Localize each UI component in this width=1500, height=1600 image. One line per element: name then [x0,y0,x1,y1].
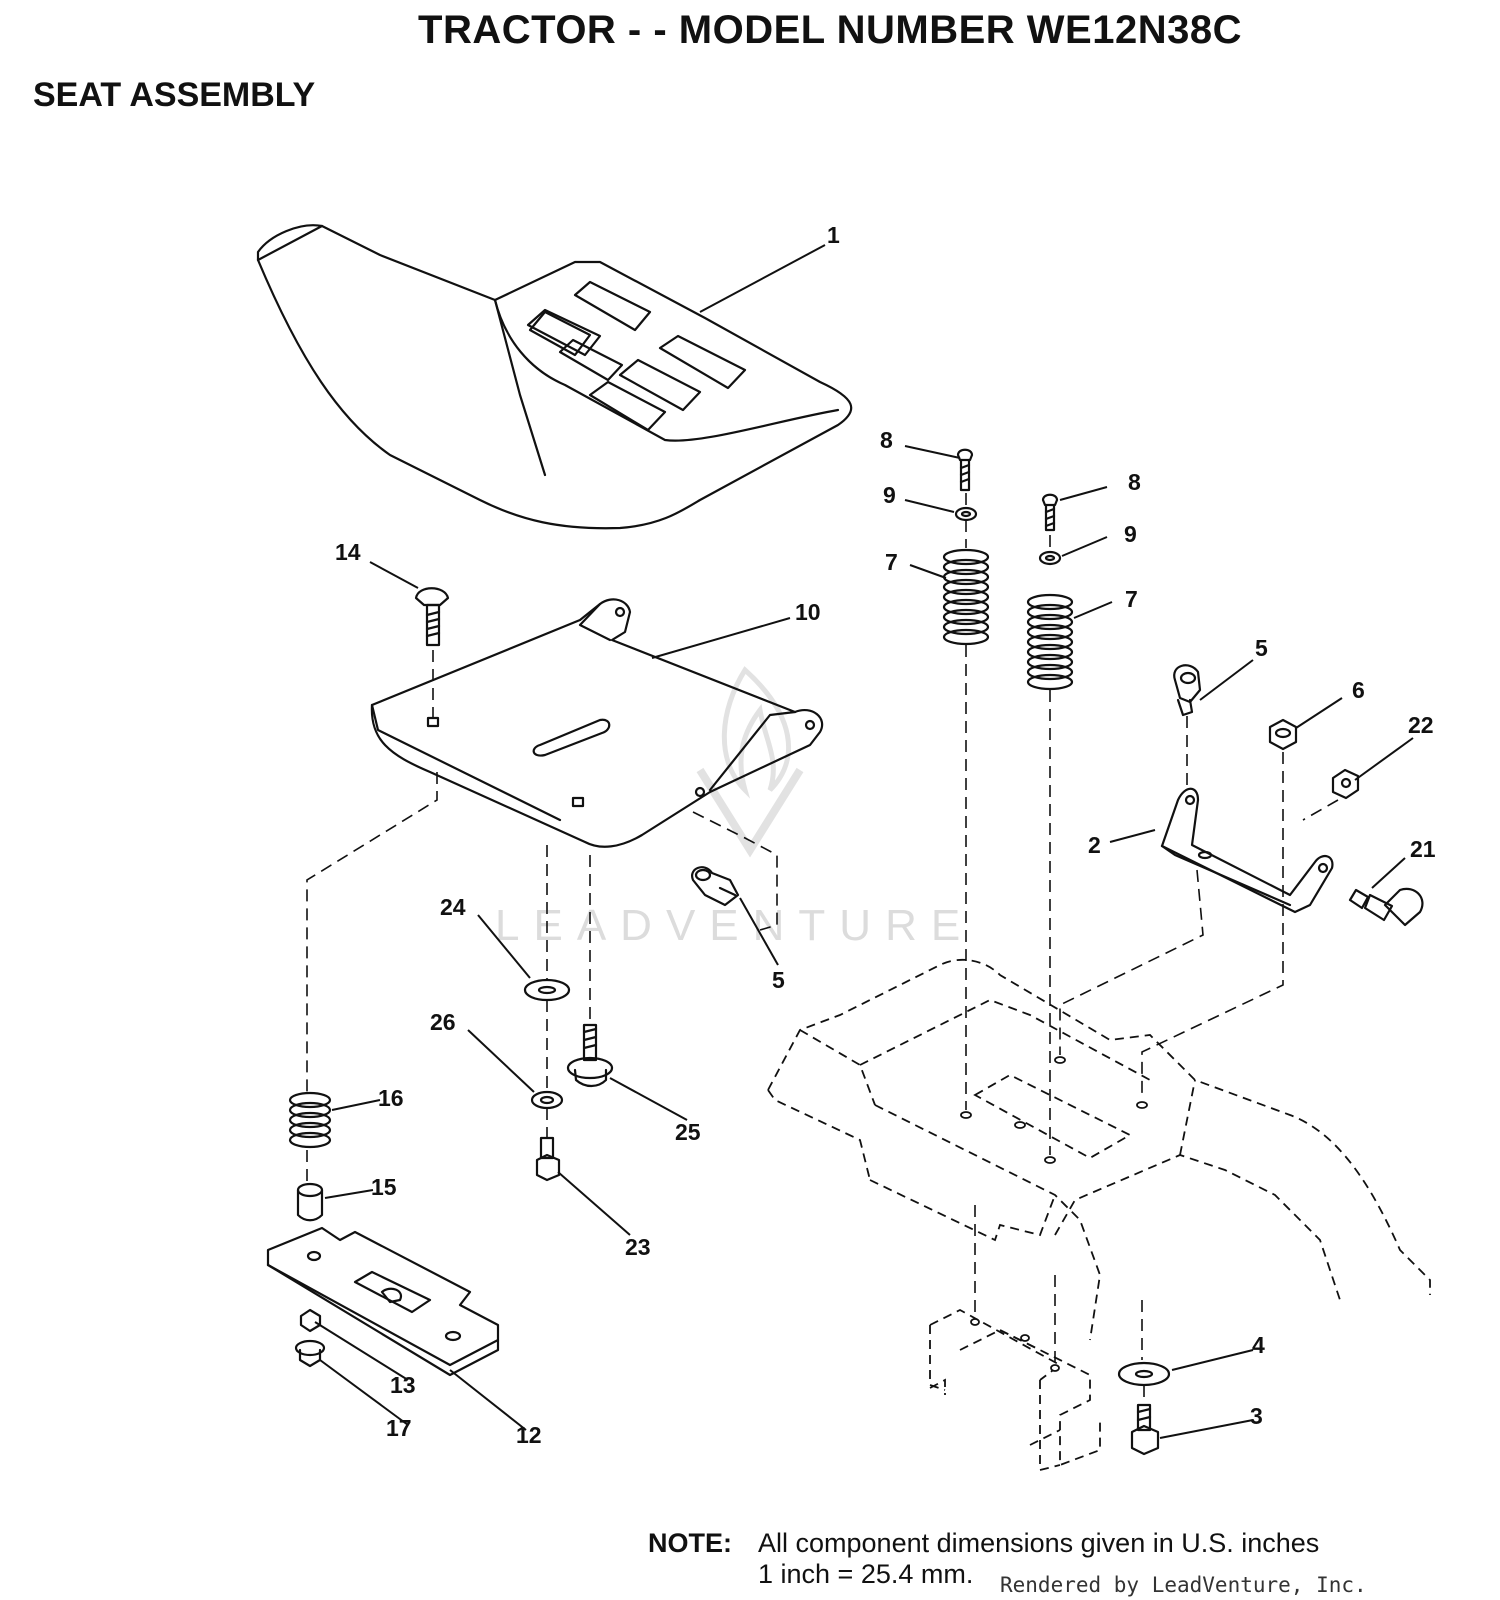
callout-6: 6 [1352,677,1365,703]
part-10-seat-pan [370,598,824,848]
callout-24: 24 [440,894,466,920]
part-25-flange-bolt [566,1023,614,1088]
part-22-nut [1331,768,1360,800]
callout-8: 8 [1128,469,1141,495]
chassis-frame-dashed [767,958,1431,1472]
callout-9: 9 [1124,521,1137,547]
part-12-slide-plate [266,1226,500,1377]
part-17-flange-nut [294,1339,326,1368]
part-9-washer-left [954,506,978,522]
frame-holes [960,1056,1148,1372]
note-label: NOTE: [648,1528,732,1558]
part-4-washer [1117,1361,1171,1387]
callout-2: 2 [1088,832,1101,858]
callout-5: 5 [772,967,785,993]
callout-25: 25 [675,1119,701,1145]
leader-lines [314,244,1414,1439]
callout-21: 21 [1410,836,1436,862]
callout-7: 7 [1125,586,1138,612]
callout-22: 22 [1408,712,1434,738]
part-5-bushing-upper [1173,664,1202,717]
callout-1: 1 [827,222,840,248]
dimension-note: NOTE: All component dimensions given in U… [648,1528,1319,1590]
part-1-seat [256,224,853,530]
part-7-spring-left [942,548,990,646]
part-7-spring-right [1026,593,1074,691]
callout-26: 26 [430,1009,456,1035]
callout-16: 16 [378,1085,404,1111]
part-21-shoulder-bolt [1348,887,1424,927]
note-line-1: All component dimensions given in U.S. i… [758,1528,1320,1558]
note-body: All component dimensions given in U.S. i… [758,1528,1319,1590]
callout-labels: 1 8 9 8 9 7 7 14 10 5 6 22 2 21 5 24 26 … [335,222,1436,1448]
callout-5: 5 [1255,635,1268,661]
note-line-2: 1 inch = 25.4 mm. [758,1559,974,1589]
part-6-hex-nut [1268,718,1298,751]
part-8-bolt-right [1041,493,1059,532]
part-9-washer-right [1038,550,1062,566]
part-16-spring [288,1091,332,1149]
callout-13: 13 [390,1372,416,1398]
page-title: TRACTOR - - MODEL NUMBER WE12N38C [418,8,1242,52]
part-13-nut [299,1308,322,1333]
part-15-bushing [296,1182,324,1222]
callout-4: 4 [1252,1332,1265,1358]
watermark-text: LEADVENTURE [495,901,974,950]
callout-7: 7 [885,549,898,575]
callout-3: 3 [1250,1403,1263,1429]
assembly-guide-lines [306,493,1339,1402]
part-5-bushing-lower [691,866,740,907]
leadventure-watermark: LEADVENTURE [495,666,974,950]
part-23-hex-screw [535,1136,561,1182]
callout-17: 17 [386,1415,412,1441]
callout-9: 9 [883,482,896,508]
callout-12: 12 [516,1422,542,1448]
part-14-carriage-bolt [414,587,450,647]
callout-10: 10 [795,599,821,625]
section-title: SEAT ASSEMBLY [33,76,316,114]
rendered-by-credit: Rendered by LeadVenture, Inc. [1000,1573,1367,1597]
part-24-washer [523,978,571,1002]
part-8-bolt-left [956,448,974,492]
part-3-hex-screw [1130,1403,1160,1456]
callout-14: 14 [335,539,361,565]
callout-8: 8 [880,427,893,453]
part-26-lock-washer [530,1090,564,1110]
callout-23: 23 [625,1234,651,1260]
part-2-bracket [1160,787,1334,914]
callout-15: 15 [371,1174,397,1200]
